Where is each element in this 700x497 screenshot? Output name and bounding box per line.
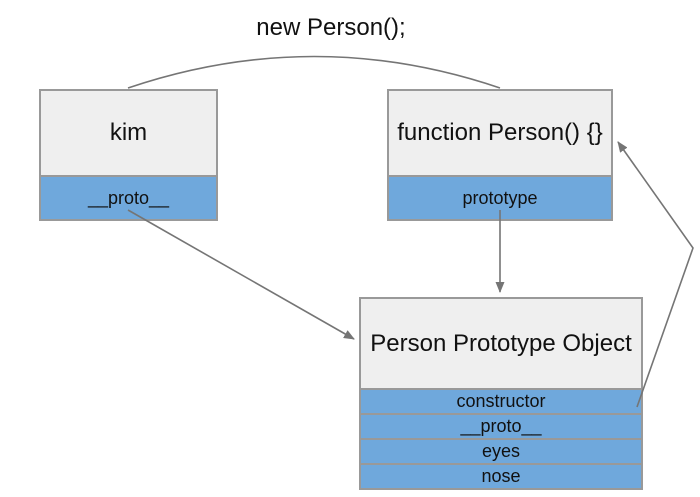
proto-to-prototype-object-arrow <box>127 209 355 340</box>
person-function-box: function Person() {} prototype <box>387 89 613 221</box>
kim-box-title: kim <box>41 91 216 175</box>
prototype-nose-row: nose <box>361 463 641 488</box>
prototype-constructor-row: constructor <box>361 388 641 413</box>
diagram-title: new Person(); <box>256 14 406 41</box>
prototype-proto-row: __proto__ <box>361 413 641 438</box>
kim-proto-row: __proto__ <box>41 175 216 219</box>
person-prototype-object-title: Person Prototype Object <box>361 299 641 388</box>
person-function-prototype-row: prototype <box>389 175 611 219</box>
prototype-eyes-row: eyes <box>361 438 641 463</box>
kim-object-box: kim __proto__ <box>39 89 218 221</box>
person-function-box-title: function Person() {} <box>389 91 611 175</box>
new-person-arc-connector <box>127 55 501 89</box>
person-prototype-object-box: Person Prototype Object constructor __pr… <box>359 297 643 490</box>
